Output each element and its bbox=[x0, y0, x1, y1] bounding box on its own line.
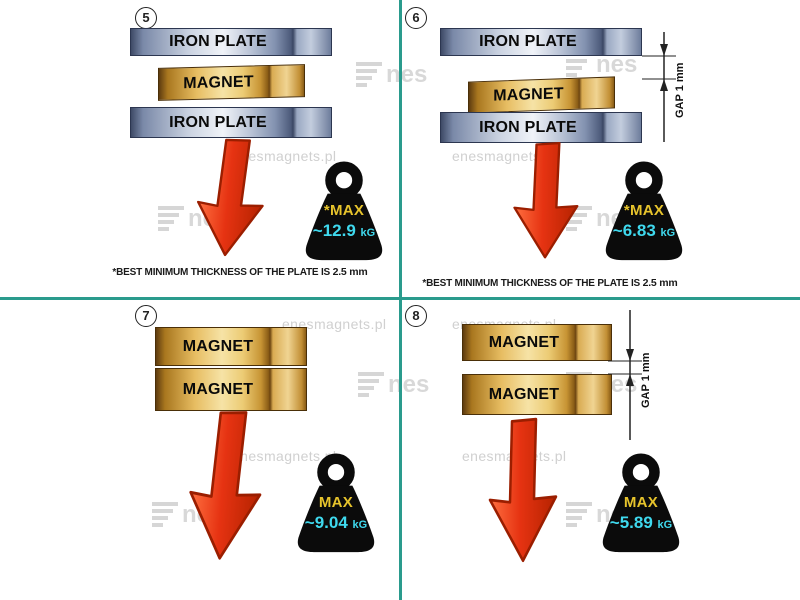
iron-plate-label: IRON PLATE bbox=[479, 118, 577, 136]
weight-icon: *MAX ~12.9 kG bbox=[300, 160, 388, 262]
magnet-label: MAGNET bbox=[182, 380, 254, 398]
gap-dimension-lines bbox=[606, 308, 658, 444]
enes-logo-text: nes bbox=[596, 50, 638, 78]
enes-logo-icon bbox=[356, 62, 382, 87]
weight-unit: kG bbox=[360, 227, 376, 240]
weight-max-label: *MAX bbox=[323, 201, 365, 219]
iron-plate-bottom: IRON PLATE bbox=[130, 107, 332, 138]
gap-label: GAP 1 mm bbox=[640, 352, 652, 408]
watermark-text: enesmagnets.pl bbox=[232, 148, 337, 164]
magnet-label: MAGNET bbox=[488, 385, 560, 403]
footnote-bold: 2.5 mm bbox=[642, 277, 678, 289]
enes-logo-icon bbox=[158, 206, 184, 231]
divider-vertical bbox=[399, 0, 402, 600]
footnote: *BEST MINIMUM THICKNESS OF THE PLATE IS … bbox=[410, 277, 690, 289]
panel-number-badge: 5 bbox=[135, 7, 157, 29]
iron-plate-bottom: IRON PLATE bbox=[440, 112, 642, 143]
weight-value: ~5.89 kG bbox=[597, 513, 685, 533]
watermark-text: enesmagnets.pl bbox=[232, 448, 337, 464]
enes-logo-text: nes bbox=[386, 60, 428, 88]
gap-label: GAP 1 mm bbox=[674, 62, 686, 118]
magnet-bar-top: MAGNET bbox=[155, 327, 307, 366]
weight-value-number: ~5.89 bbox=[609, 513, 653, 533]
enes-logo-text: nes bbox=[388, 370, 430, 398]
footnote-text: *BEST MINIMUM THICKNESS OF THE PLATE IS bbox=[422, 278, 643, 289]
weight-value-number: ~12.9 bbox=[312, 221, 356, 241]
weight-max-label: MAX bbox=[623, 493, 659, 511]
weight-value: ~9.04 kG bbox=[292, 513, 380, 533]
weight-value: ~12.9 kG bbox=[300, 221, 388, 241]
force-arrow bbox=[507, 141, 585, 260]
magnet-label: MAGNET bbox=[182, 337, 254, 355]
force-arrow bbox=[186, 134, 276, 261]
magnet-label: MAGNET bbox=[493, 85, 564, 105]
enes-logo-icon bbox=[566, 206, 592, 231]
magnet-bar-bottom: MAGNET bbox=[462, 374, 612, 415]
iron-plate-top: IRON PLATE bbox=[440, 28, 642, 56]
footnote-text: *BEST MINIMUM THICKNESS OF THE PLATE IS bbox=[112, 267, 333, 278]
iron-plate-label: IRON PLATE bbox=[169, 33, 267, 50]
weight-max-label: *MAX bbox=[623, 201, 665, 219]
magnet-bar: MAGNET bbox=[468, 76, 615, 114]
footnote: *BEST MINIMUM THICKNESS OF THE PLATE IS … bbox=[70, 266, 410, 278]
footnote-bold: 2.5 mm bbox=[332, 266, 368, 278]
panel-number-badge: 6 bbox=[405, 7, 427, 29]
enes-logo: nes bbox=[356, 62, 427, 87]
weight-unit: kG bbox=[660, 227, 676, 240]
enes-logo-icon bbox=[152, 502, 178, 527]
iron-plate-top: IRON PLATE bbox=[130, 28, 332, 56]
weight-icon: MAX ~5.89 kG bbox=[597, 452, 685, 554]
enes-logo-icon bbox=[566, 502, 592, 527]
enes-logo-icon bbox=[358, 372, 384, 397]
weight-max-label: MAX bbox=[318, 493, 354, 511]
weight-value-number: ~9.04 bbox=[304, 513, 348, 533]
weight-value-number: ~6.83 bbox=[612, 221, 656, 241]
watermark-text: enesmagnets.pl bbox=[282, 316, 387, 332]
force-arrow bbox=[483, 417, 563, 564]
iron-plate-label: IRON PLATE bbox=[169, 113, 267, 131]
weight-icon: MAX ~9.04 kG bbox=[292, 452, 380, 554]
weight-unit: kG bbox=[657, 519, 673, 532]
panel-number-badge: 7 bbox=[135, 305, 157, 327]
force-arrow bbox=[178, 407, 275, 566]
magnet-label: MAGNET bbox=[488, 333, 560, 351]
magnet-bar: MAGNET bbox=[158, 64, 305, 101]
panel-number-badge: 8 bbox=[405, 305, 427, 327]
watermark-text: enesmagnets.pl bbox=[452, 148, 557, 164]
magnet-label: MAGNET bbox=[183, 72, 254, 92]
weight-value: ~6.83 kG bbox=[600, 221, 688, 241]
enes-logo: nes bbox=[358, 372, 429, 397]
weight-icon: *MAX ~6.83 kG bbox=[600, 160, 688, 262]
iron-plate-label: IRON PLATE bbox=[479, 33, 577, 50]
divider-horizontal bbox=[0, 297, 800, 300]
magnet-bar-bottom: MAGNET bbox=[155, 368, 307, 411]
magnet-bar-top: MAGNET bbox=[462, 324, 612, 361]
gap-dimension-lines bbox=[640, 30, 692, 145]
weight-unit: kG bbox=[352, 519, 368, 532]
